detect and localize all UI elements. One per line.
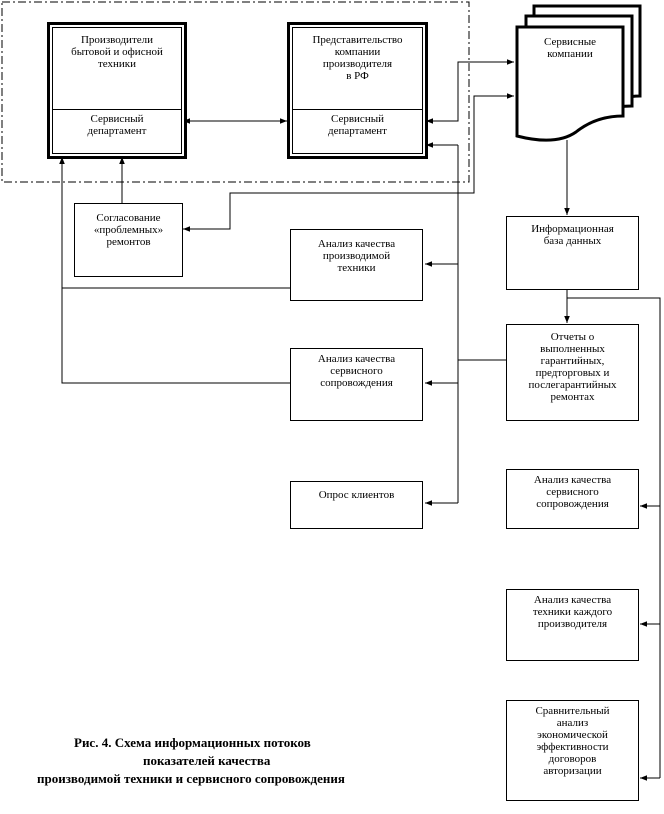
figure-caption-line2: показателей качества: [143, 753, 271, 768]
representative-title: Представительство компании производителя…: [312, 34, 403, 82]
link-problem-service: [183, 93, 514, 232]
figure-caption-line3: производимой техники и сервисного сопров…: [37, 771, 345, 786]
quality-analysis-box: Анализ качества производимой техники: [290, 229, 423, 301]
bus-right: [567, 297, 661, 778]
comparative-analysis-box: Сравнительный анализ экономической эффек…: [506, 700, 639, 801]
service-analysis-right-box: Анализ качества сервисного сопровождения: [506, 469, 639, 529]
manufacturer-quality-analysis-box: Анализ качества техники каждого производ…: [506, 589, 639, 661]
link-service-manufacturer: [59, 157, 290, 384]
manufacturer-title: Производители бытовой и офисной техники: [71, 34, 163, 70]
manufacturer-block: Производители бытовой и офисной техники …: [47, 22, 187, 159]
service-companies-label: Сервисные компании: [544, 36, 596, 60]
manufacturer-service-department: Сервисный департамент: [87, 113, 147, 137]
representative-service-department: Сервисный департамент: [328, 113, 387, 137]
client-survey-box: Опрос клиентов: [290, 481, 423, 529]
link-rep-service-upper: [426, 59, 514, 124]
service-companies-shape: [515, 4, 642, 142]
service-analysis-left-box: Анализ качества сервисного сопровождения: [290, 348, 423, 421]
problem-repairs-box: Согласование «проблемных» ремонтов: [74, 203, 183, 277]
info-database-box: Информационная база данных: [506, 216, 639, 290]
representative-block: Представительство компании производителя…: [287, 22, 428, 159]
figure-caption-line1: Рис. 4. Схема информационных потоков: [74, 735, 311, 750]
reports-box: Отчеты о выполненных гарантийных, предто…: [506, 324, 639, 421]
